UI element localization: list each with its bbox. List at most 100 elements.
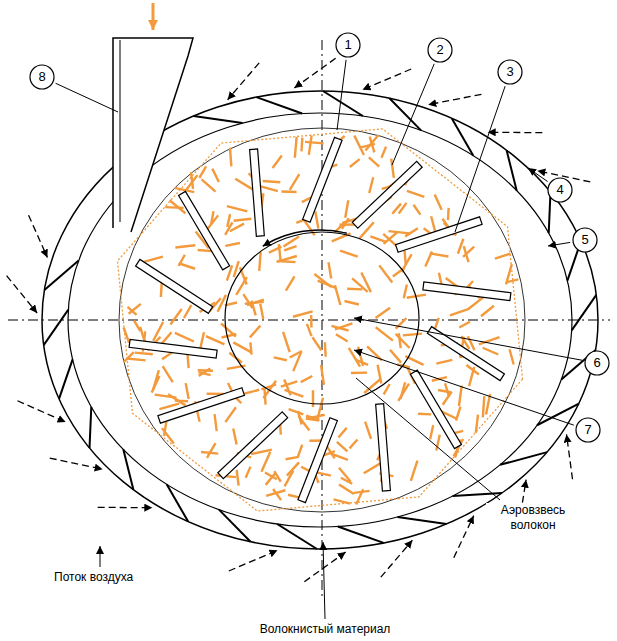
callout-circle: 8 <box>29 64 55 90</box>
fiber <box>277 261 295 262</box>
fiber <box>274 357 287 360</box>
fiber <box>298 445 302 457</box>
fiber <box>335 323 352 329</box>
louver <box>59 359 73 398</box>
fiber <box>287 462 299 475</box>
fiber <box>162 428 174 443</box>
rotor-blade <box>250 149 265 236</box>
hopper-wall <box>113 38 193 232</box>
rotor-blade <box>427 327 504 381</box>
fiber <box>403 334 422 336</box>
louver <box>507 150 517 190</box>
fiber <box>398 384 409 401</box>
louver <box>256 97 302 113</box>
fiber <box>399 333 401 348</box>
rotor-blade <box>410 370 461 448</box>
rotation-arrow <box>263 230 347 246</box>
callout-circle: 6 <box>584 350 610 376</box>
louver <box>397 517 446 524</box>
fiber <box>285 471 294 487</box>
fiber <box>339 485 354 495</box>
fiber <box>235 179 253 190</box>
fiber <box>300 138 303 152</box>
rotor-blade <box>136 259 213 313</box>
fiber <box>468 297 484 309</box>
fiber <box>273 156 282 169</box>
leader-line <box>354 350 574 425</box>
rotor <box>117 128 525 512</box>
fiber <box>212 169 219 182</box>
rotor-blade <box>376 404 391 491</box>
fiber <box>124 352 134 362</box>
louver <box>277 524 317 549</box>
fiber <box>345 301 359 305</box>
fiber <box>495 254 511 259</box>
fiber <box>354 136 364 155</box>
fiber <box>436 360 452 364</box>
leader-line <box>100 546 101 567</box>
callout-ring <box>548 178 572 202</box>
fiber <box>350 159 360 167</box>
fiber <box>207 443 216 458</box>
fiber <box>135 353 153 355</box>
feed-hopper <box>113 3 193 232</box>
callout-number: 4 <box>556 183 563 197</box>
fiber <box>352 278 367 292</box>
hopper-wall <box>120 40 121 222</box>
fiber <box>481 306 494 316</box>
fiber <box>184 305 191 318</box>
fiber <box>459 322 470 328</box>
fiber <box>286 276 295 290</box>
air-flow-arrow <box>304 552 345 582</box>
leader-line <box>337 60 346 130</box>
fiber <box>284 246 296 250</box>
fiber <box>350 439 358 448</box>
callout-ring <box>428 38 452 62</box>
fiber <box>430 425 433 439</box>
fiber <box>290 174 300 190</box>
air-flow-arrow <box>29 215 48 257</box>
rotor-blade <box>423 282 511 301</box>
fiber <box>225 407 236 422</box>
fiber <box>367 346 382 360</box>
fiber <box>233 429 236 445</box>
fiber <box>351 371 367 374</box>
center-axes <box>8 40 610 600</box>
fiber <box>315 211 318 228</box>
fiber <box>259 252 260 271</box>
fiber <box>445 383 449 396</box>
air-flow-arrow <box>229 550 278 571</box>
fiber <box>404 285 407 299</box>
fiber <box>364 463 381 473</box>
fiber <box>458 239 464 254</box>
fiber <box>334 499 351 503</box>
axis-line <box>8 320 610 321</box>
fiber <box>127 359 146 361</box>
fiber <box>439 273 442 285</box>
fiber <box>250 326 260 338</box>
air-flow-arrow <box>17 401 65 422</box>
air-flow-arrow <box>7 276 38 313</box>
fiber <box>142 257 163 263</box>
leader-line <box>548 242 570 246</box>
fiber <box>483 348 499 355</box>
fiber <box>175 333 194 342</box>
fiber <box>168 394 185 405</box>
fiber <box>288 495 300 498</box>
fiber <box>309 135 312 155</box>
fiber <box>199 372 211 375</box>
rotor-blade <box>158 388 245 423</box>
fiber <box>159 404 179 409</box>
rotor-blade <box>179 191 230 269</box>
fiber <box>266 490 285 496</box>
callout-number: 1 <box>344 38 351 52</box>
fiber <box>425 251 432 266</box>
annotation-label: Поток воздуха <box>52 570 135 585</box>
fiber <box>378 365 382 384</box>
fiber <box>261 452 270 472</box>
leader-line <box>392 64 434 165</box>
callout-circle: 5 <box>572 227 598 253</box>
louver <box>338 526 384 542</box>
